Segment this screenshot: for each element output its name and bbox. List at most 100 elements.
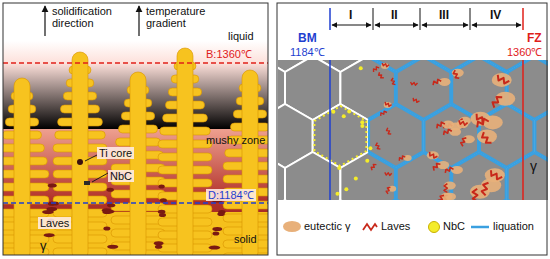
liquation-line bbox=[452, 153, 506, 200]
laves-particle bbox=[473, 189, 478, 200]
zone-dimension bbox=[332, 25, 371, 26]
label: B:1360℃ bbox=[206, 48, 252, 60]
laves-particle bbox=[438, 195, 444, 200]
left-panel-frame bbox=[3, 3, 268, 255]
label: NbC bbox=[108, 170, 134, 182]
dendrite-trunk bbox=[72, 52, 88, 255]
nbc-particle bbox=[368, 146, 372, 150]
label: solidification direction bbox=[52, 5, 132, 29]
laves-particle bbox=[385, 172, 392, 175]
laves-particle bbox=[103, 226, 110, 230]
laves-particle bbox=[482, 132, 492, 143]
laves-particle bbox=[498, 75, 510, 84]
laves-particle bbox=[48, 184, 57, 188]
laves-particle bbox=[437, 122, 445, 128]
eutectic-pool bbox=[384, 102, 392, 108]
eutectic-pool bbox=[456, 120, 468, 128]
eutectic-pool bbox=[442, 121, 454, 129]
laves-particle bbox=[379, 72, 384, 78]
label: Laves bbox=[38, 217, 71, 229]
liquidus-line bbox=[3, 62, 268, 63]
legend-sample bbox=[470, 221, 490, 233]
laves-particle bbox=[376, 143, 381, 149]
liquation-line bbox=[368, 60, 395, 119]
grain bbox=[451, 152, 506, 200]
laves-particle bbox=[413, 98, 419, 103]
laves-particle bbox=[159, 213, 166, 217]
nbc-particle bbox=[84, 181, 90, 185]
laves-particle bbox=[493, 97, 503, 108]
legend-swatch bbox=[428, 221, 440, 233]
ti-core-dot bbox=[77, 159, 83, 165]
laves-particle bbox=[444, 129, 452, 135]
legend-text: liquation bbox=[493, 220, 534, 233]
laves-particle bbox=[433, 79, 441, 85]
eutectic-pool bbox=[492, 73, 512, 87]
grain bbox=[396, 152, 451, 200]
laves-particle bbox=[399, 156, 405, 161]
nbc-particle bbox=[365, 159, 369, 163]
legend-item: Laves bbox=[362, 220, 410, 233]
solidus-line bbox=[3, 202, 268, 203]
zone-dimension bbox=[472, 25, 521, 26]
legend-text: Laves bbox=[381, 220, 410, 233]
nbc-particle bbox=[337, 166, 341, 170]
right-panel-frame bbox=[277, 3, 547, 255]
grain bbox=[285, 152, 340, 200]
laves-sample bbox=[363, 224, 377, 230]
legend-swatch bbox=[283, 221, 301, 232]
label: 1360℃ bbox=[507, 46, 542, 58]
legend-item: liquation bbox=[470, 220, 534, 233]
laves-particle bbox=[453, 70, 459, 78]
nbc-particle bbox=[354, 176, 358, 180]
laves-particle bbox=[444, 184, 447, 193]
nbc-particle bbox=[335, 192, 339, 196]
legend-text: eutectic γ bbox=[304, 220, 350, 233]
zone-tick bbox=[470, 8, 471, 30]
grain bbox=[340, 152, 396, 200]
laves-particle bbox=[411, 82, 418, 85]
bm-boundary bbox=[329, 60, 331, 200]
laves-particle bbox=[387, 128, 392, 134]
laves-particle bbox=[212, 227, 222, 231]
fz-boundary bbox=[522, 8, 524, 30]
liquation-line bbox=[397, 153, 451, 200]
zone-dimension bbox=[422, 25, 468, 26]
dendrite-trunk bbox=[130, 72, 146, 255]
legend-item: eutectic γ bbox=[283, 220, 350, 233]
laves-particle bbox=[155, 245, 162, 249]
label: 1184℃ bbox=[290, 46, 325, 58]
eutectic-pool bbox=[404, 155, 412, 161]
laves-particle bbox=[461, 138, 467, 146]
laves-particle bbox=[374, 67, 380, 72]
label: D:1184℃ bbox=[206, 189, 256, 201]
dendrite-trunk bbox=[14, 78, 30, 255]
label: IV bbox=[490, 8, 501, 22]
laves-particle bbox=[382, 63, 389, 67]
laves-particle bbox=[371, 165, 376, 171]
liquation-sample bbox=[471, 225, 489, 228]
eutectic-pool bbox=[485, 168, 505, 182]
zone-tick bbox=[420, 8, 421, 30]
label: γ bbox=[530, 158, 537, 174]
eutectic-pool bbox=[451, 166, 463, 174]
laves-particle bbox=[47, 207, 58, 211]
legend-sample bbox=[362, 221, 378, 233]
laves-particle bbox=[107, 245, 118, 249]
leader-line bbox=[92, 173, 108, 182]
laves-particle bbox=[158, 210, 166, 214]
laves-particle bbox=[430, 152, 438, 158]
nbc-particle bbox=[359, 66, 363, 70]
label: solid bbox=[234, 233, 257, 245]
liquation-line bbox=[508, 153, 548, 200]
legend-text: NbC bbox=[443, 220, 465, 233]
label: III bbox=[439, 8, 449, 22]
label: FZ bbox=[527, 31, 542, 45]
laves-particle bbox=[208, 246, 220, 250]
laves-particle bbox=[107, 203, 115, 207]
laves-particle bbox=[154, 241, 164, 245]
label: liquid bbox=[228, 30, 254, 42]
laves-particle bbox=[385, 102, 391, 106]
gradient-arrow bbox=[138, 6, 139, 36]
